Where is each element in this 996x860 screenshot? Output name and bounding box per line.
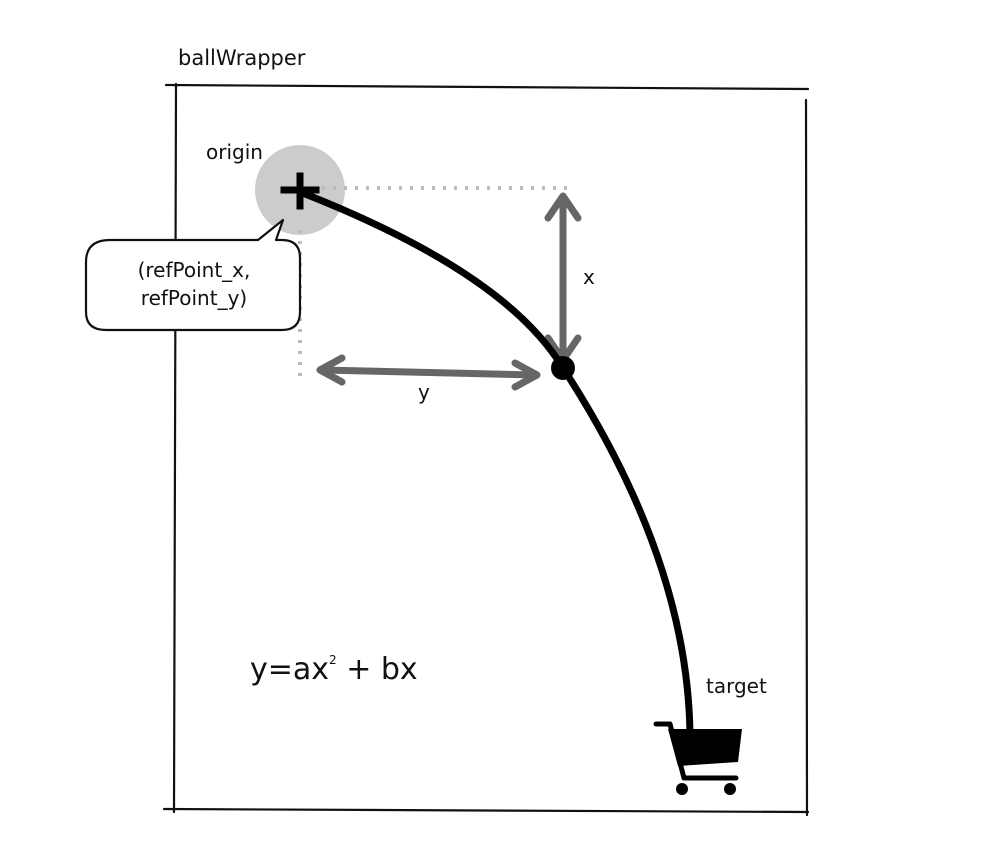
- origin-label: origin: [206, 140, 263, 164]
- x-arrow: [544, 192, 582, 364]
- bubble-line-1: (refPoint_x,: [137, 258, 251, 282]
- formula-suffix: + bx: [346, 652, 418, 687]
- curve-point: [551, 356, 575, 380]
- shopping-cart-icon: [653, 721, 742, 795]
- x-label: x: [583, 265, 595, 289]
- ball-wrapper-label: ballWrapper: [178, 46, 306, 70]
- y-label: y: [418, 380, 430, 404]
- bubble-line-2: refPoint_y): [140, 286, 248, 310]
- formula-exponent: 2: [329, 653, 337, 667]
- speech-bubble: [84, 218, 302, 332]
- formula: y=ax2 + bx: [250, 652, 418, 687]
- target-label: target: [706, 674, 767, 698]
- ball-wrapper-box: [162, 82, 810, 817]
- bubble-text: (refPoint_x, refPoint_y): [90, 256, 298, 312]
- y-arrow: [316, 354, 541, 391]
- plus-icon: [280, 172, 320, 210]
- formula-prefix: y=ax: [250, 652, 330, 687]
- guide-lines: [298, 186, 575, 380]
